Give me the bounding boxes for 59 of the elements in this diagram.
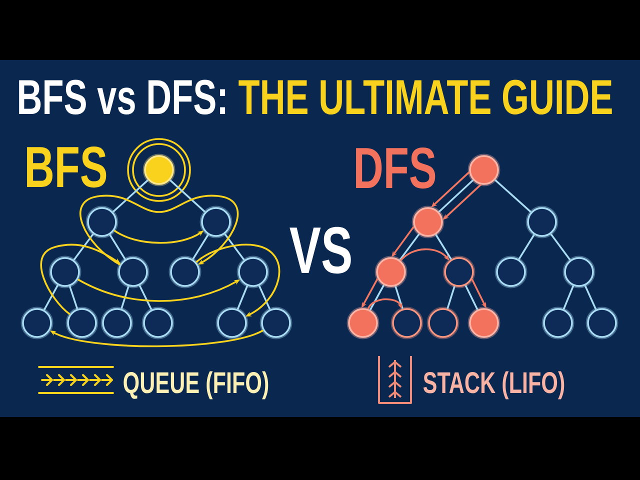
tree-node bbox=[216, 306, 248, 340]
versus-text: VS bbox=[290, 226, 351, 274]
tree-edge bbox=[68, 286, 78, 310]
traversal-arrow bbox=[400, 248, 450, 262]
tree-edge bbox=[438, 179, 474, 213]
label-text: QUEUE (FIFO) bbox=[124, 371, 268, 400]
tree-node bbox=[562, 256, 596, 288]
tree-node bbox=[412, 206, 444, 238]
tree-edge bbox=[446, 286, 456, 310]
tree-edge bbox=[236, 285, 248, 310]
title: BFS vs DFS: THE ULTIMATE GUIDE bbox=[19, 80, 612, 114]
tree-edge bbox=[494, 179, 532, 213]
tree-node bbox=[168, 256, 202, 288]
tree-edge bbox=[169, 179, 206, 213]
tree-node bbox=[390, 306, 424, 340]
tree-edge bbox=[224, 233, 245, 261]
tree-node bbox=[468, 154, 500, 186]
tree-node bbox=[66, 306, 98, 340]
tree-edge bbox=[258, 285, 271, 310]
tree-node bbox=[116, 256, 150, 288]
tree-node bbox=[586, 306, 618, 340]
tree-edge bbox=[120, 286, 130, 310]
tree-edge bbox=[562, 285, 574, 310]
tree-node bbox=[260, 306, 292, 340]
tree-edge bbox=[43, 284, 59, 310]
tree-edge bbox=[138, 284, 152, 310]
tree-node bbox=[100, 306, 134, 340]
tree-edge bbox=[435, 234, 452, 260]
tree-edge bbox=[399, 233, 420, 261]
tree-node bbox=[542, 306, 574, 340]
tree-node bbox=[142, 154, 176, 186]
tree-edge bbox=[584, 285, 597, 310]
tree-edge bbox=[464, 284, 478, 310]
tree-edge bbox=[192, 234, 209, 260]
tree-node bbox=[346, 306, 380, 340]
tree-node bbox=[526, 206, 558, 238]
tree-edge bbox=[369, 284, 385, 310]
tree-node bbox=[200, 206, 232, 238]
tree-node bbox=[442, 256, 476, 288]
tree-node bbox=[468, 306, 500, 340]
tree-node bbox=[20, 306, 54, 340]
traversal-arrow bbox=[80, 194, 238, 266]
tree-node bbox=[494, 256, 528, 288]
tree-edge bbox=[394, 286, 404, 310]
tree-edge bbox=[73, 233, 94, 261]
tree-node bbox=[236, 256, 270, 288]
label-text: STACK (LIFO) bbox=[423, 371, 564, 400]
tree-node bbox=[86, 206, 118, 238]
section-heading: BFS bbox=[27, 146, 106, 188]
section-heading: DFS bbox=[356, 148, 436, 189]
tree-edge bbox=[550, 233, 571, 261]
tree-node bbox=[374, 256, 408, 288]
tree-edge bbox=[109, 234, 126, 260]
tree-edge bbox=[518, 234, 535, 260]
tree-edge bbox=[112, 179, 149, 213]
tree-node bbox=[142, 306, 174, 340]
tree-node bbox=[426, 306, 460, 340]
traversal-arrow bbox=[367, 298, 402, 310]
tree-node bbox=[48, 256, 82, 288]
